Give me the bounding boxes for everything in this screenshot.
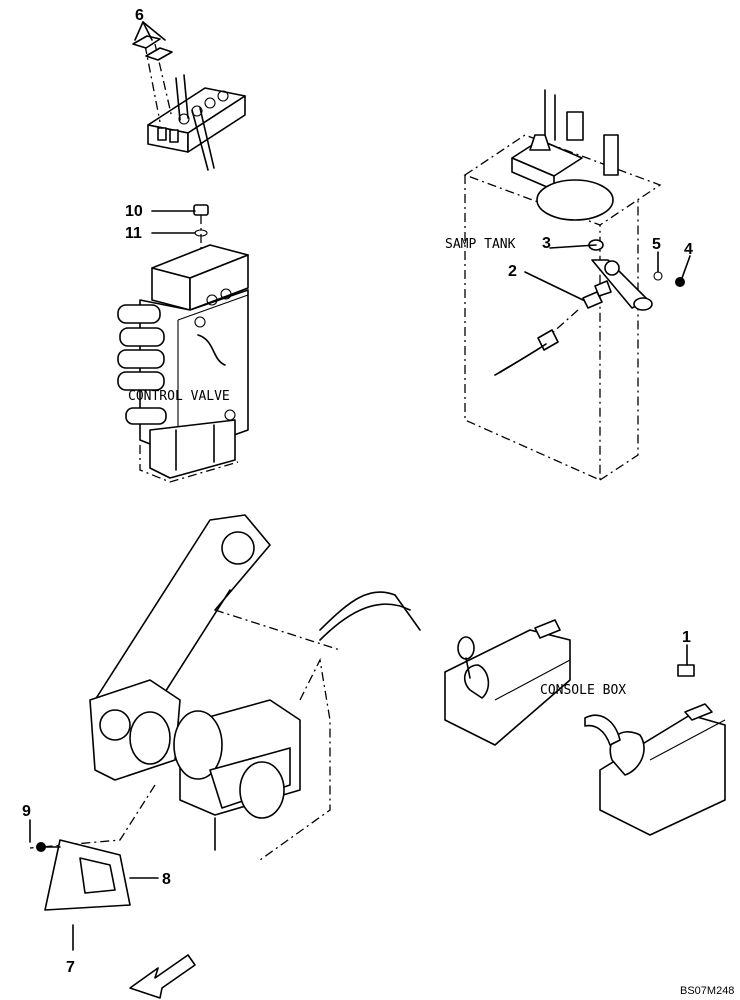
control-valve-drawing [117,204,249,483]
console-box-label: CONSOLE BOX [540,683,626,698]
connector-block-drawing [132,35,246,171]
boom-mount-drawing [29,514,421,861]
callout-4: 4 [684,241,693,258]
leader-lines [29,21,691,951]
control-valve-label: CONTROL VALVE [128,389,230,404]
direction-arrow-icon [129,954,196,999]
drawing-code: BS07M248 [680,985,734,997]
cover-plate-drawing [36,839,131,911]
callout-7: 7 [66,959,75,976]
callout-10: 10 [125,203,143,220]
callout-2: 2 [508,263,517,280]
callout-5: 5 [652,236,661,253]
callout-11: 11 [125,225,142,242]
callout-9: 9 [22,803,31,820]
sump-tank-drawing [463,89,685,482]
callout-6: 6 [135,7,144,24]
samp-tank-label: SAMP TANK [445,237,516,252]
callout-8: 8 [162,871,171,888]
console-box-drawing [444,619,726,836]
callout-1: 1 [682,629,691,646]
callout-3: 3 [542,235,551,252]
